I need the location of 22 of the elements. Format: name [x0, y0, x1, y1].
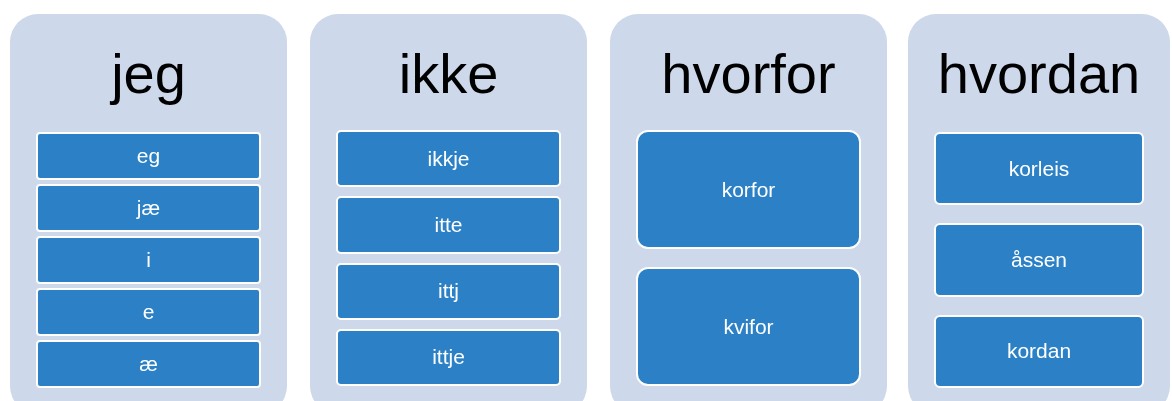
category-panel: [10, 14, 287, 401]
panel-title: hvordan: [937, 46, 1141, 107]
variant-box: ittj: [336, 262, 561, 320]
variant-box: kvifor: [636, 267, 861, 386]
variant-box: æ: [36, 340, 261, 388]
variant-box: eg: [36, 132, 261, 180]
variant-box: ikkje: [336, 130, 561, 188]
variant-box: e: [36, 288, 261, 336]
panel-title: jeg: [111, 46, 186, 107]
variant-box: i: [36, 236, 261, 284]
category-panel: [310, 14, 587, 401]
panel-title: hvorfor: [661, 46, 836, 107]
panel-title: ikke: [398, 46, 499, 107]
variant-box: itte: [336, 196, 561, 254]
variant-box: kordan: [934, 314, 1144, 388]
variant-box: åssen: [934, 223, 1144, 297]
category-panel: [908, 14, 1170, 401]
variant-box: jæ: [36, 184, 261, 232]
variant-box: ittje: [336, 328, 561, 386]
variant-box: korleis: [934, 132, 1144, 206]
variant-box: korfor: [636, 130, 861, 249]
category-panel: [610, 14, 887, 401]
